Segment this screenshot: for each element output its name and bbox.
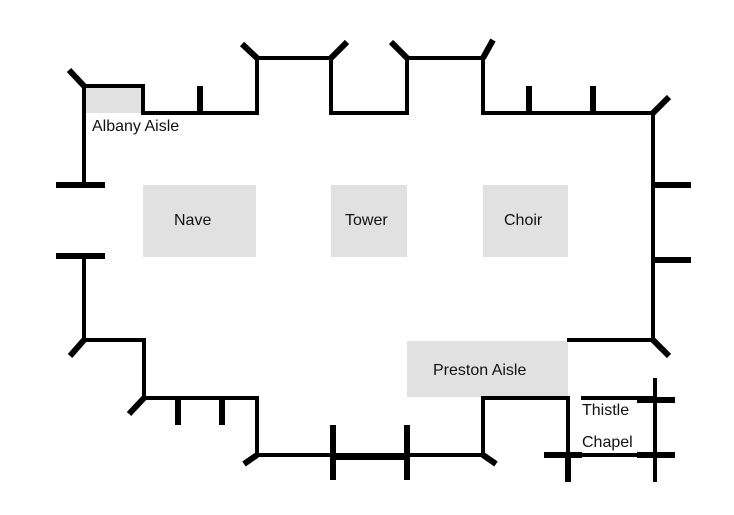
buttress — [126, 395, 147, 417]
buttress — [480, 38, 496, 60]
nave-label: Nave — [174, 212, 212, 229]
thistle-chapel-wall — [581, 378, 657, 482]
tower-label: Tower — [345, 212, 388, 229]
buttress — [239, 41, 260, 61]
buttress — [242, 452, 259, 467]
albany-aisle-label: Albany Aisle — [92, 118, 180, 135]
buttress — [650, 337, 672, 359]
tower-block — [331, 185, 407, 257]
preston-aisle-block — [407, 341, 568, 397]
preston-aisle-label: Preston Aisle — [433, 362, 527, 379]
buttresses — [56, 38, 691, 482]
nave-block — [143, 185, 256, 257]
choir-block — [483, 185, 568, 257]
thistle-label: Thistle — [582, 402, 630, 419]
room-blocks — [86, 87, 568, 397]
buttress — [328, 39, 350, 61]
choir-label: Choir — [504, 212, 543, 229]
buttress — [66, 67, 87, 89]
north-wall — [82, 56, 655, 342]
chapel-label: Chapel — [582, 434, 633, 451]
buttress — [388, 39, 410, 61]
albany-aisle-block — [86, 87, 142, 113]
buttress — [481, 452, 498, 467]
buttress — [650, 94, 672, 116]
buttress — [67, 338, 87, 358]
